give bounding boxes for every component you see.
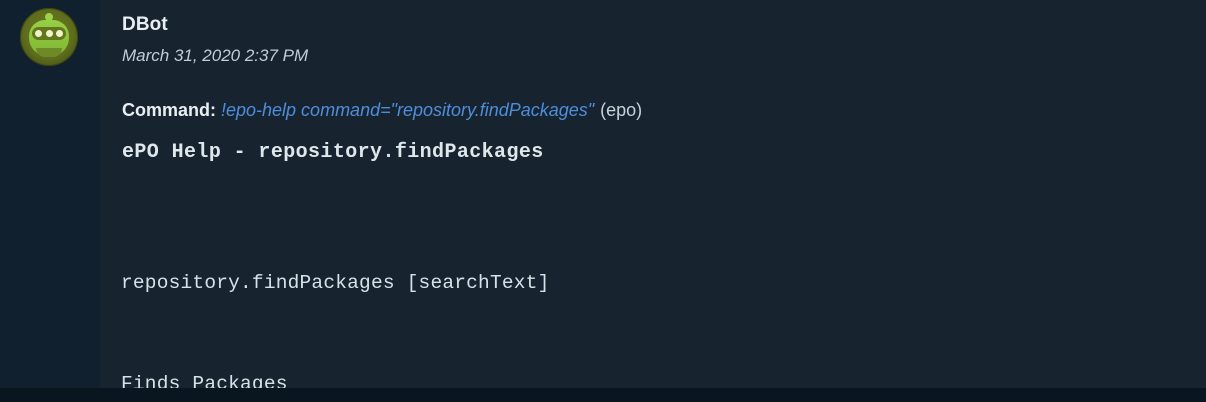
message-author-name: DBot bbox=[122, 14, 168, 35]
command-label: Command: bbox=[122, 100, 216, 120]
avatar-dot-left bbox=[35, 30, 43, 37]
avatar-chin-shape bbox=[36, 48, 62, 57]
avatar-antenna-icon bbox=[45, 13, 53, 21]
bottom-bar bbox=[0, 388, 1206, 402]
dbot-robot-avatar-icon[interactable] bbox=[20, 8, 78, 66]
avatar-dot-right bbox=[55, 30, 63, 37]
avatar-visor-icon bbox=[32, 27, 66, 40]
command-invocation-text[interactable]: !epo-help command="repository.findPackag… bbox=[221, 100, 595, 120]
help-body-line: repository.findPackages [searchText] bbox=[121, 272, 550, 294]
avatar-dot-center bbox=[45, 30, 53, 37]
command-brand-suffix: (epo) bbox=[600, 100, 643, 120]
help-body-text: repository.findPackages [searchText] Fin… bbox=[121, 200, 883, 402]
command-line: Command:!epo-help command="repository.fi… bbox=[122, 100, 642, 121]
message-timestamp: March 31, 2020 2:37 PM bbox=[122, 46, 309, 65]
help-heading: ePO Help - repository.findPackages bbox=[122, 141, 544, 164]
message-body-panel bbox=[100, 0, 1206, 388]
